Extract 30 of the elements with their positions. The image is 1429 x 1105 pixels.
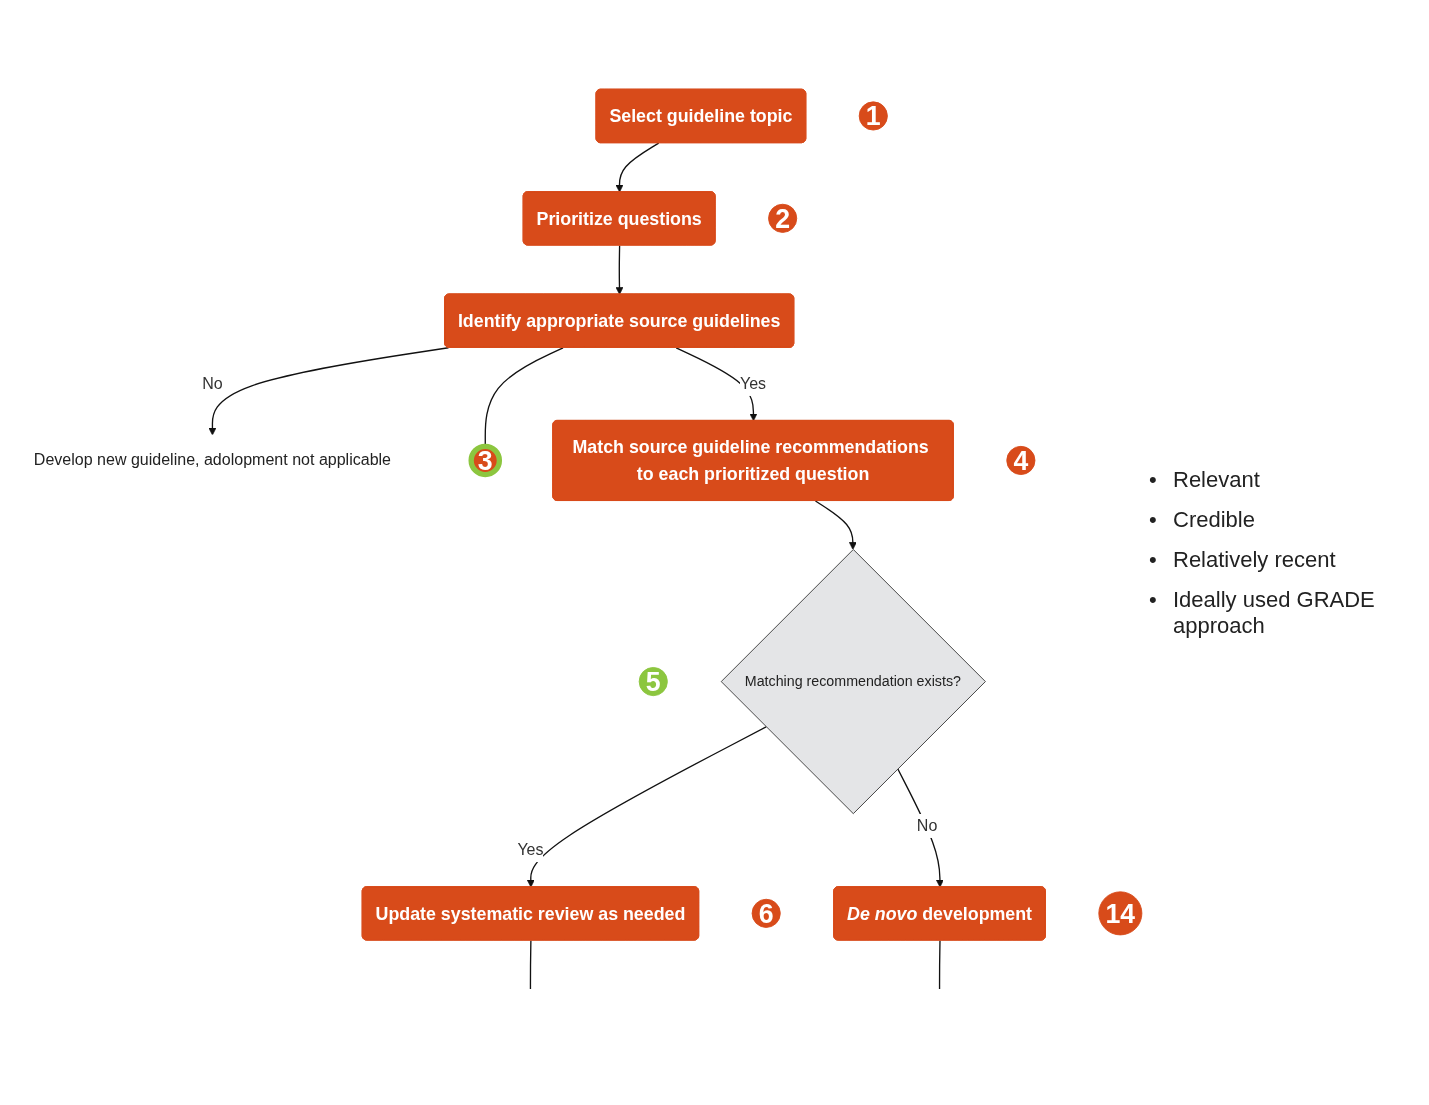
node-circle: 5 [638, 667, 668, 697]
note-text: • [1149, 506, 1158, 533]
node-diamond: Matching recommendation exists? [720, 549, 986, 815]
edge-label: No [202, 374, 223, 393]
edge-label: No [916, 816, 938, 835]
note-text: Relevant [1173, 466, 1261, 493]
edge-label: Yes [517, 840, 544, 859]
arrow [615, 244, 624, 295]
note-text: Credible [1173, 506, 1256, 533]
arrow [897, 768, 944, 888]
arrow [814, 500, 857, 550]
note-text: Ideally used GRADE approach [1173, 586, 1376, 639]
node-circle: 3 [468, 443, 503, 478]
note-text: • [1149, 546, 1158, 573]
arrow [526, 726, 767, 888]
node-circle: 1 [858, 101, 888, 131]
connector [938, 939, 941, 990]
note-text: Relatively recent [1173, 546, 1337, 573]
node-text: Develop new guideline, adolopment not applicable [33, 451, 392, 469]
arrow [615, 142, 660, 193]
note-text: • [1149, 466, 1158, 493]
node-circle: 2 [768, 203, 798, 233]
arrow [208, 347, 450, 436]
node-circle: 6 [751, 898, 781, 928]
note-text: • [1149, 586, 1158, 614]
connector [529, 939, 532, 990]
node-circle: 4 [1006, 445, 1036, 475]
edge-label: Yes [739, 374, 767, 393]
arrow [675, 347, 758, 422]
node-circle: 14 [1098, 891, 1143, 936]
